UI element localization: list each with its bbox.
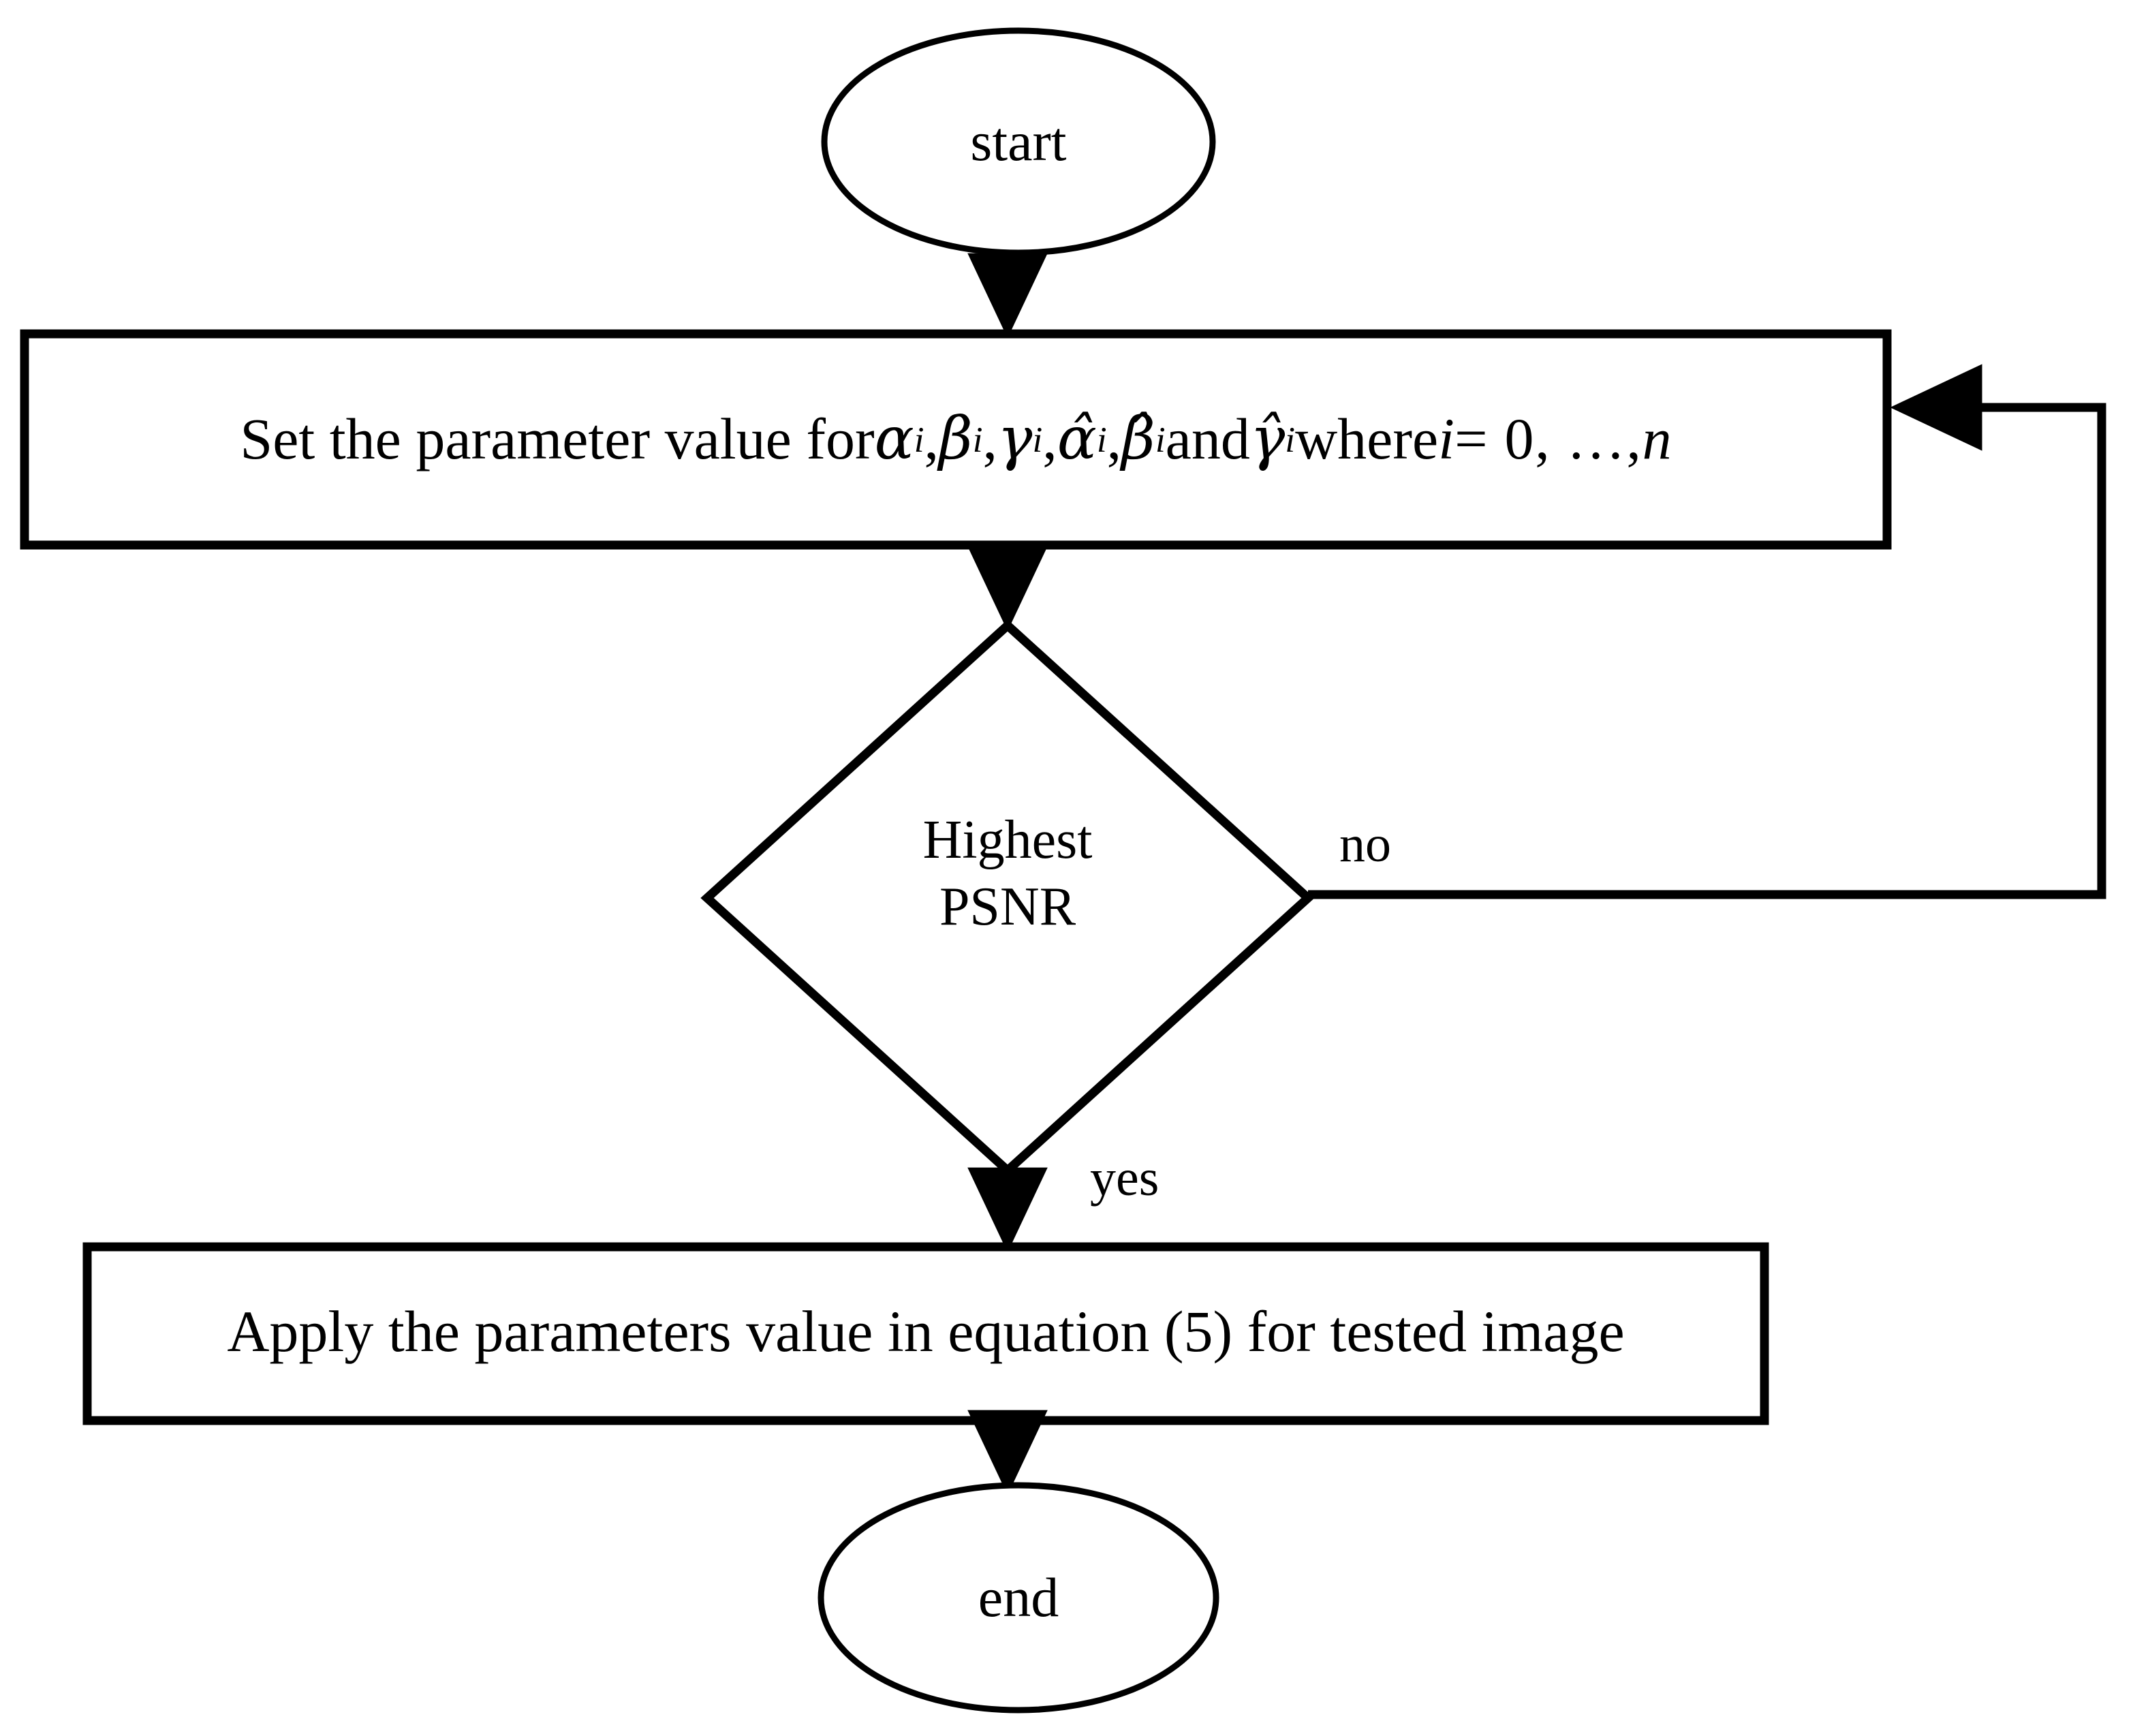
- edge-decision-no: [1308, 364, 2106, 899]
- set-parameters-box: [20, 329, 1892, 550]
- decision-diamond: [700, 619, 1315, 1177]
- end-ellipse: [818, 1482, 1219, 1714]
- start-ellipse: [821, 27, 1216, 256]
- apply-parameters-box: [82, 1242, 1769, 1425]
